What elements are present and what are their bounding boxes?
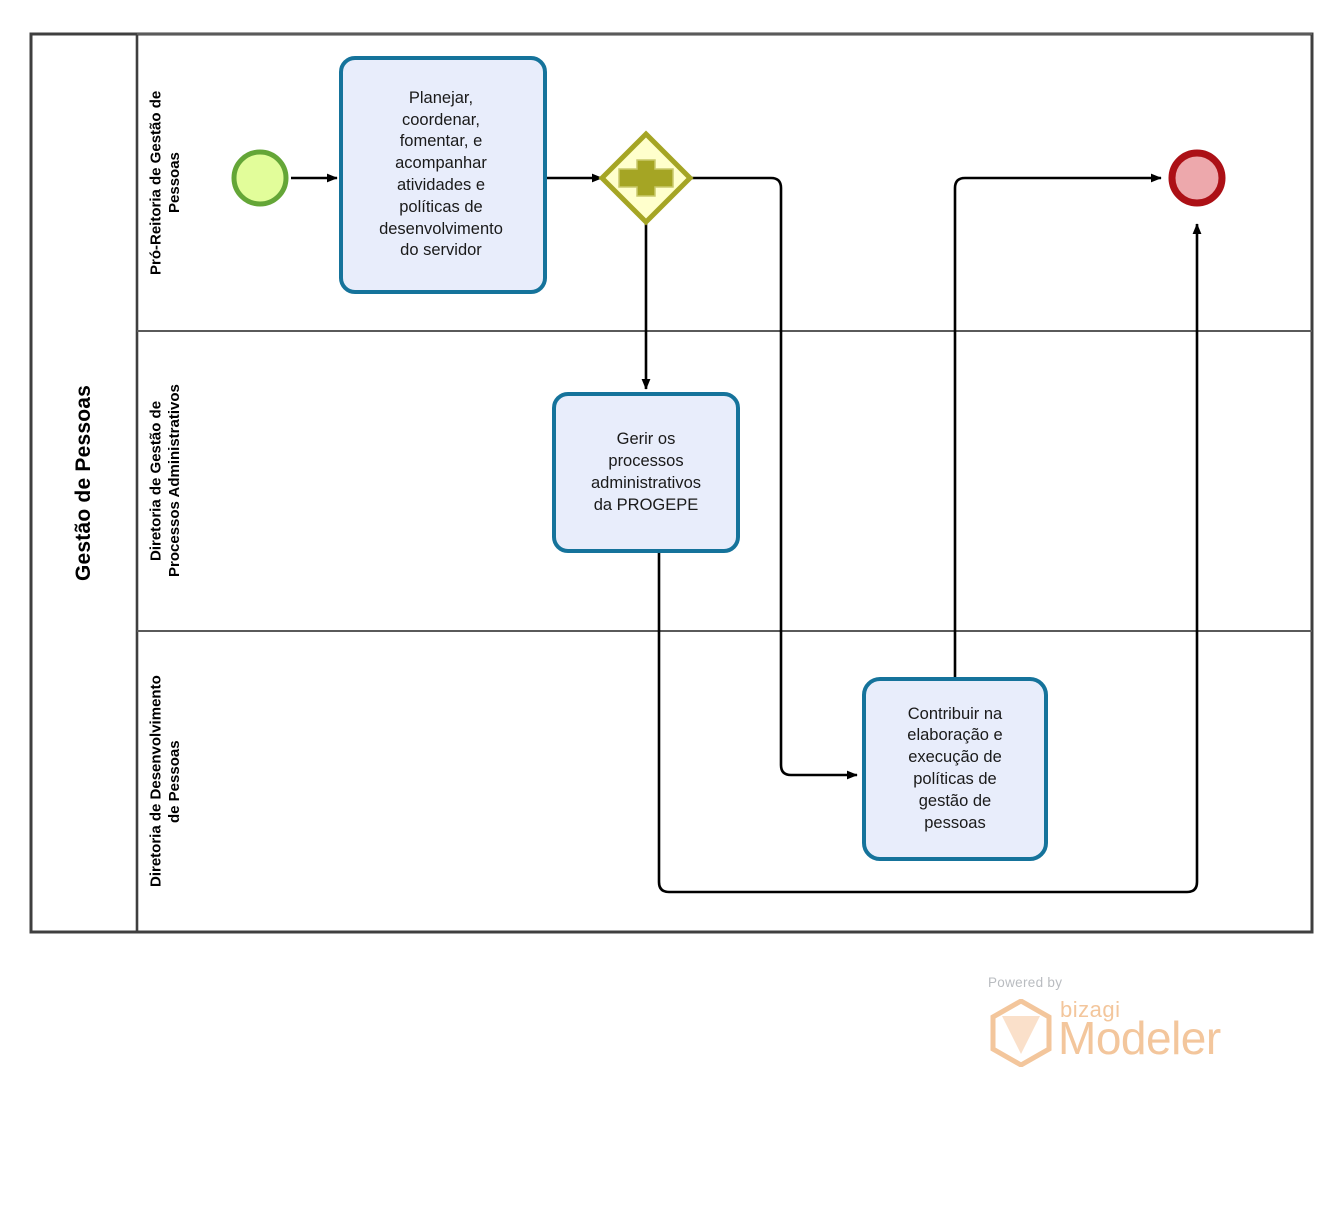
task-gerir-processos[interactable] — [552, 392, 740, 553]
plus-icon — [618, 159, 674, 197]
watermark-product-text: Modeler — [1058, 1012, 1221, 1064]
task-planejar[interactable] — [339, 56, 547, 294]
flow-gateway-to-contribuir[interactable] — [690, 176, 858, 780]
gateway-parallel[interactable] — [598, 130, 694, 226]
bizagi-hexagon-logo-icon — [990, 999, 1052, 1067]
lane-label-processos-administrativos: Diretoria de Gestão de Processos Adminis… — [147, 384, 183, 578]
end-event[interactable] — [1168, 149, 1226, 207]
sequence-flow-layer — [291, 173, 1202, 894]
watermark-brand-text: bizagi — [1060, 997, 1121, 1022]
pool-title: Gestão de Pessoas — [72, 385, 96, 581]
flow-gerir-to-end[interactable] — [657, 223, 1202, 894]
start-event[interactable] — [231, 149, 289, 207]
watermark-powered-by-text: Powered by — [988, 975, 1063, 990]
lane-label-pro-reitoria: Pró-Reitoria de Gestão de Pessoas — [147, 90, 183, 275]
flow-contribuir-to-end[interactable] — [953, 173, 1162, 681]
bizagi-watermark: Powered by bizagi Modeler — [988, 975, 1248, 1070]
task-contribuir-politicas[interactable] — [862, 677, 1048, 861]
lane-label-desenvolvimento-pessoas: Diretoria de Desenvolvimento de Pessoas — [147, 675, 183, 888]
